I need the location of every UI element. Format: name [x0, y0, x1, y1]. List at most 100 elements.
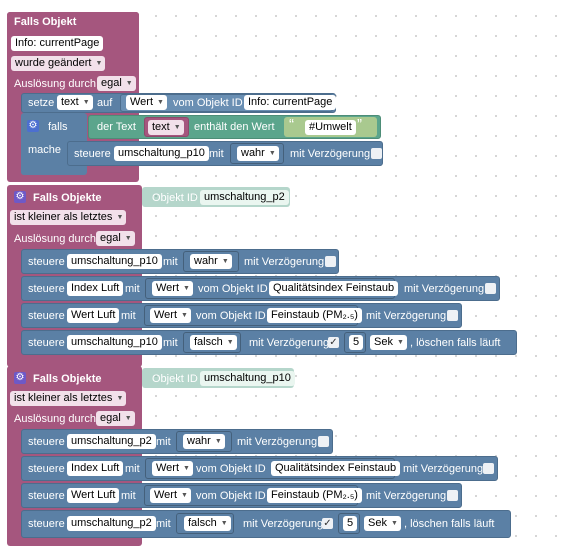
bool-dropdown[interactable]: wahr▼: [237, 146, 279, 161]
delay-label: mit Verzögerung: [403, 463, 484, 475]
trigger-value-dropdown[interactable]: egal▼: [96, 231, 135, 246]
delay-checkbox[interactable]: [485, 283, 496, 294]
control-block[interactable]: [21, 510, 511, 538]
delay-label: mit Verzögerung: [366, 490, 447, 502]
target-object-field[interactable]: Index Luft: [67, 281, 124, 296]
trigger-value-dropdown[interactable]: egal▼: [96, 411, 135, 426]
dropdown-value: Wert: [154, 309, 178, 321]
value-slot: [176, 431, 232, 452]
object-id-field[interactable]: Info: currentPage: [244, 95, 337, 110]
target-object-field[interactable]: umschaltung_p10: [114, 146, 209, 161]
trigger-value-dropdown[interactable]: egal▼: [97, 76, 136, 91]
chevron-down-icon: ▼: [214, 438, 222, 445]
chevron-down-icon: ▼: [157, 99, 164, 106]
delay-checkbox[interactable]: [371, 148, 382, 159]
value-dropdown[interactable]: Wert▼: [152, 461, 193, 476]
target-object-field[interactable]: Wert Luft: [67, 308, 120, 323]
object-id-label: Objekt ID: [152, 192, 198, 204]
gear-icon[interactable]: ⚙: [14, 372, 26, 384]
time-unit-dropdown[interactable]: Sek▼: [364, 516, 401, 531]
quote-close: ”: [357, 116, 362, 133]
chevron-down-icon: ▼: [116, 395, 124, 402]
chevron-down-icon: ▼: [221, 258, 229, 265]
if-label: falls: [48, 121, 68, 133]
object-id-field[interactable]: umschaltung_p10: [200, 371, 295, 386]
time-unit-dropdown[interactable]: Sek▼: [370, 335, 407, 350]
object-id-label: Objekt ID: [152, 373, 198, 385]
bool-dropdown[interactable]: falsch▼: [190, 335, 237, 350]
bool-dropdown[interactable]: wahr▼: [183, 434, 225, 449]
object-id-field[interactable]: Info: currentPage: [11, 36, 104, 51]
delay-label: mit Verzögerung: [249, 337, 330, 349]
from-object-id-label: vom Objekt ID: [196, 463, 266, 475]
amount-slot: [344, 332, 366, 353]
dropdown-value: Wert: [130, 96, 154, 108]
chevron-down-icon: ▼: [390, 520, 398, 527]
value-dropdown[interactable]: Wert▼: [150, 488, 191, 503]
with-label: mit: [121, 490, 136, 502]
string-value-field[interactable]: #Umwelt: [305, 120, 356, 135]
with-label: mit: [125, 463, 140, 475]
gear-icon[interactable]: ⚙: [14, 191, 26, 203]
target-object-field[interactable]: umschaltung_p10: [67, 254, 162, 269]
target-object-field[interactable]: umschaltung_p2: [67, 434, 156, 449]
trigger-label: Auslösung durch: [14, 78, 96, 90]
value-dropdown[interactable]: Wert▼: [152, 281, 193, 296]
from-object-id-label: vom Objekt ID: [196, 490, 266, 502]
dropdown-value: ist kleiner als letztes: [14, 392, 113, 404]
dropdown-value: egal: [101, 77, 122, 89]
chevron-down-icon: ▼: [181, 312, 188, 319]
amount-slot: [338, 513, 360, 534]
control-label: steuere: [28, 463, 65, 475]
control-label: steuere: [28, 337, 65, 349]
delay-label: mit Verzögerung: [290, 148, 371, 160]
delay-checkbox-checked[interactable]: ✓: [328, 337, 339, 348]
delay-checkbox[interactable]: [483, 463, 494, 474]
delay-checkbox[interactable]: [318, 436, 329, 447]
value-slot: [183, 251, 239, 272]
chevron-down-icon: ▼: [183, 285, 190, 292]
variable-dropdown[interactable]: text▼: [148, 120, 184, 135]
dropdown-value: Wert: [156, 462, 180, 474]
condition-dropdown[interactable]: ist kleiner als letztes▼: [10, 391, 127, 406]
bool-dropdown[interactable]: falsch▼: [184, 516, 231, 531]
delay-checkbox[interactable]: [447, 490, 458, 501]
value-slot: [176, 513, 234, 534]
delay-checkbox[interactable]: [325, 256, 336, 267]
delay-checkbox-checked[interactable]: ✓: [322, 518, 333, 529]
from-object-id-label: vom Objekt ID: [173, 97, 243, 109]
source-object-field[interactable]: Qualitätsindex Feinstaub: [269, 281, 399, 296]
condition-dropdown[interactable]: ist kleiner als letztes▼: [10, 210, 127, 225]
on-label: auf: [97, 97, 113, 109]
chevron-down-icon: ▼: [396, 339, 404, 346]
variable-dropdown[interactable]: text▼: [57, 95, 93, 110]
from-object-id-label: vom Objekt ID: [198, 283, 268, 295]
target-object-field[interactable]: umschaltung_p2: [67, 516, 156, 531]
value-dropdown[interactable]: Wert▼: [126, 95, 167, 110]
delay-amount-field[interactable]: 5: [349, 335, 364, 350]
value-dropdown[interactable]: Wert▼: [150, 308, 191, 323]
source-object-field[interactable]: Feinstaub (PM₂.₅): [267, 488, 362, 503]
chevron-down-icon: ▼: [181, 492, 188, 499]
delay-amount-field[interactable]: 5: [343, 516, 358, 531]
delay-checkbox[interactable]: [447, 310, 458, 321]
chevron-down-icon: ▼: [125, 80, 133, 87]
target-object-field[interactable]: Index Luft: [67, 461, 124, 476]
dropdown-value: wurde geändert: [15, 57, 92, 69]
control-label: steuere: [28, 283, 65, 295]
target-object-field[interactable]: Wert Luft: [67, 488, 120, 503]
clear-running-label: , löschen falls läuft: [404, 518, 495, 530]
source-object-field[interactable]: Feinstaub (PM₂.₅): [267, 308, 362, 323]
clear-running-label: , löschen falls läuft: [410, 337, 501, 349]
block-title: Falls Objekt: [14, 16, 77, 28]
trigger-type-dropdown[interactable]: wurde geändert▼: [11, 56, 106, 71]
dropdown-value: text: [152, 121, 170, 133]
with-label: mit: [121, 310, 136, 322]
gear-icon[interactable]: ⚙: [27, 120, 39, 132]
source-object-field[interactable]: Qualitätsindex Feinstaub: [271, 461, 401, 476]
object-id-field[interactable]: umschaltung_p2: [200, 190, 289, 205]
bool-dropdown[interactable]: wahr▼: [190, 254, 232, 269]
target-object-field[interactable]: umschaltung_p10: [67, 335, 162, 350]
do-label: mache: [28, 144, 62, 156]
control-label: steuere: [74, 148, 111, 160]
